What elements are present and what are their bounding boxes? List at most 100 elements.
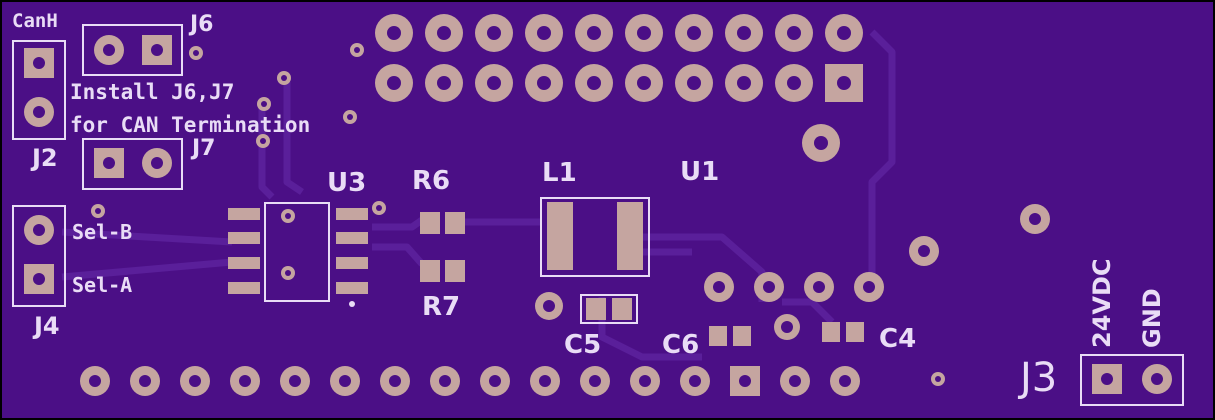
- header-pin-pad: [375, 64, 413, 102]
- header-pin-pad: [330, 366, 360, 396]
- j2-outline: [12, 40, 66, 140]
- trace: [868, 29, 896, 292]
- header-pin-pad: [575, 64, 613, 102]
- header-pin-pad: [830, 366, 860, 396]
- header-pin-pad: [825, 64, 863, 102]
- header-pin-pad: [680, 366, 710, 396]
- l1-pad: [617, 202, 643, 270]
- j3-pin2-pad: [1142, 364, 1172, 394]
- header-pin-pad: [625, 14, 663, 52]
- c6-pad: [709, 326, 727, 346]
- via: [350, 43, 364, 57]
- j6-pin1-pad: [94, 35, 124, 65]
- r6-pad: [420, 212, 440, 234]
- u3-pad: [336, 282, 368, 294]
- header-pin-pad: [725, 14, 763, 52]
- termination-note-line1: Install J6,J7: [70, 80, 235, 104]
- c4-label: C4: [879, 324, 917, 354]
- l1-pad: [547, 202, 573, 270]
- j7-outline: [82, 138, 183, 190]
- header-pin-pad: [475, 64, 513, 102]
- j4-label: J4: [34, 312, 60, 340]
- trace: [372, 217, 425, 231]
- r6-pad: [445, 212, 465, 234]
- j6-label: J6: [190, 12, 214, 37]
- via: [372, 201, 386, 215]
- j3-label: J3: [1020, 355, 1058, 401]
- j3-pin1-pad: [1092, 364, 1122, 394]
- header-pin-pad: [675, 14, 713, 52]
- header-pin-pad: [480, 366, 510, 396]
- header-pin-pad: [725, 64, 763, 102]
- test-pad: [1020, 204, 1050, 234]
- r7-pad: [420, 260, 440, 282]
- c5-via-pad: [535, 292, 563, 320]
- test-pad: [909, 236, 939, 266]
- u3-pad: [228, 282, 260, 294]
- j3-outline: [1080, 354, 1184, 406]
- j6-outline: [82, 24, 183, 76]
- r7-pad: [445, 260, 465, 282]
- trace: [258, 107, 275, 200]
- header-pin-pad: [425, 64, 463, 102]
- header-pin-pad: [230, 366, 260, 396]
- u3-label: U3: [327, 168, 367, 198]
- sel-b-label: Sel-B: [72, 220, 133, 244]
- header-pin-pad: [675, 64, 713, 102]
- c5-outline: [580, 294, 638, 324]
- u1-pin-pad: [804, 272, 834, 302]
- header-pin-pad: [625, 64, 663, 102]
- c5-pad: [612, 298, 632, 320]
- mounting-pad: [802, 124, 840, 162]
- j4-outline: [12, 205, 66, 307]
- termination-note-line2: for CAN Termination: [70, 113, 311, 137]
- sel-a-label: Sel-A: [72, 273, 133, 297]
- header-pin-pad: [380, 366, 410, 396]
- c4-pad: [822, 322, 840, 342]
- u1-pin-pad: [754, 272, 784, 302]
- j6-pin2-pad: [142, 35, 172, 65]
- header-pin-pad: [730, 366, 760, 396]
- via: [281, 209, 295, 223]
- header-pin-pad: [425, 14, 463, 52]
- u1-pin-pad: [854, 272, 884, 302]
- header-pin-pad: [430, 366, 460, 396]
- header-pin-pad: [580, 366, 610, 396]
- header-pin-pad: [825, 14, 863, 52]
- j2-label: J2: [32, 144, 58, 172]
- header-pin-pad: [280, 366, 310, 396]
- trace: [642, 233, 766, 302]
- header-pin-pad: [475, 14, 513, 52]
- l1-outline: [540, 197, 650, 277]
- 24vdc-label: 24VDC: [1088, 258, 1116, 348]
- trace: [61, 258, 233, 281]
- u3-pin1-marker: [349, 301, 355, 307]
- j2-pin2-pad: [24, 97, 54, 127]
- c6-label: C6: [662, 330, 700, 360]
- header-pin-pad: [530, 366, 560, 396]
- header-pin-pad: [775, 64, 813, 102]
- header-pin-pad: [525, 64, 563, 102]
- trace: [782, 298, 835, 325]
- canh-label: CanH: [12, 10, 58, 32]
- header-pin-pad: [575, 14, 613, 52]
- u3-pad: [336, 232, 368, 244]
- gnd-label: GND: [1138, 288, 1166, 348]
- r6-label: R6: [412, 166, 451, 196]
- header-pin-pad: [180, 366, 210, 396]
- u3-pad: [228, 232, 260, 244]
- header-pin-pad: [525, 14, 563, 52]
- r7-label: R7: [422, 292, 461, 322]
- header-pin-pad: [130, 366, 160, 396]
- j4-pin2-pad: [24, 264, 54, 294]
- via: [277, 71, 291, 85]
- trace: [61, 228, 233, 246]
- u3-pad: [336, 257, 368, 269]
- u3-pad: [228, 208, 260, 220]
- via: [189, 46, 203, 60]
- c5-label: C5: [564, 330, 602, 360]
- c6-pad: [733, 326, 751, 346]
- u1-label: U1: [680, 157, 720, 187]
- via: [931, 372, 945, 386]
- j7-label: J7: [192, 136, 216, 161]
